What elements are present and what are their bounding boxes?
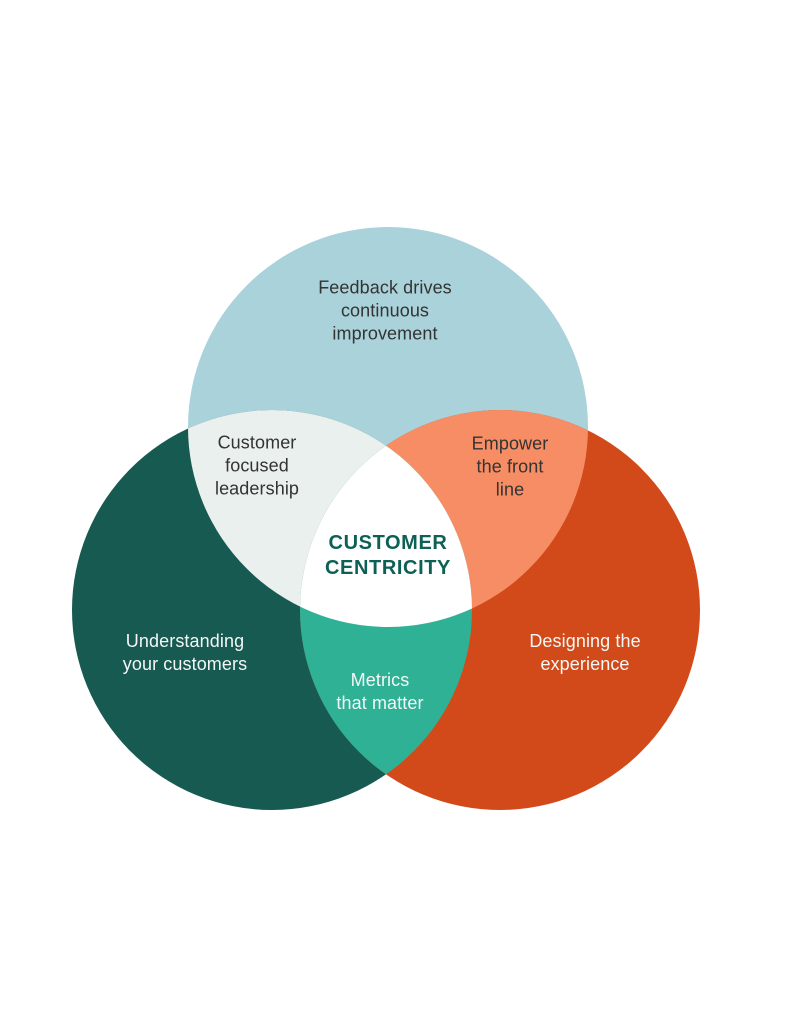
region-overlap-center bbox=[300, 410, 472, 627]
